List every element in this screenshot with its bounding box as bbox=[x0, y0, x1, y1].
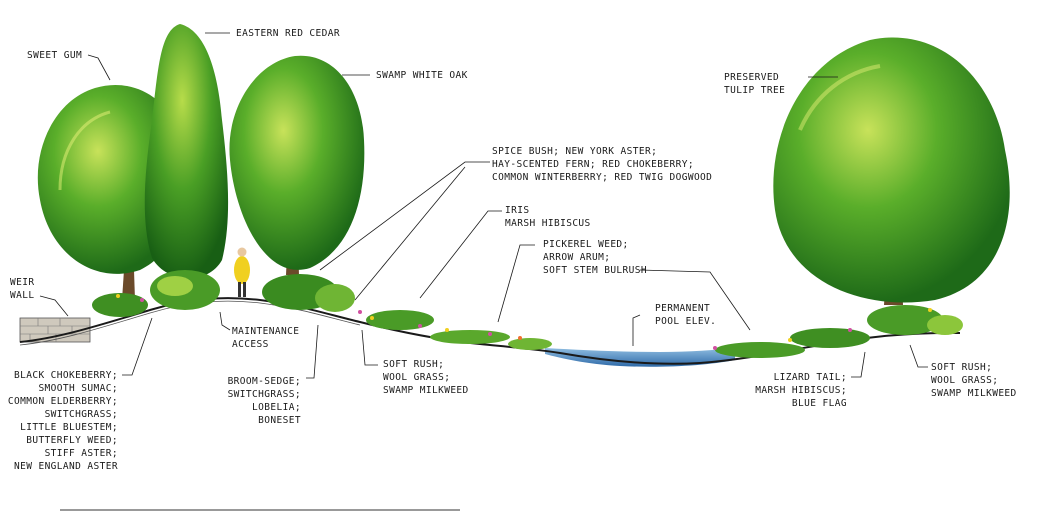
label-lizard-tail-mix: LIZARD TAIL; MARSH HIBISCUS; BLUE FLAG bbox=[755, 371, 847, 410]
label-line: COMMON ELDERBERRY; bbox=[7, 396, 118, 407]
label-line: PICKEREL WEED; bbox=[543, 239, 629, 250]
person-figure bbox=[234, 247, 250, 297]
label-line: COMMON WINTERBERRY; RED TWIG DOGWOOD bbox=[492, 172, 713, 183]
label-line: ARROW ARUM; bbox=[543, 252, 611, 263]
label-line: WOOL GRASS; bbox=[383, 372, 451, 383]
permanent-pool bbox=[545, 348, 735, 367]
label-line: BUTTERFLY WEED; bbox=[26, 435, 118, 446]
label-swamp-white-oak: SWAMP WHITE OAK bbox=[376, 69, 468, 82]
label-line: SWAMP MILKWEED bbox=[931, 388, 1017, 399]
tree-swamp-white-oak bbox=[229, 55, 365, 270]
tree-preserved-tulip bbox=[773, 37, 1010, 303]
label-permanent-pool: PERMANENT POOL ELEV. bbox=[655, 302, 716, 328]
label-line: MAINTENANCE bbox=[232, 326, 300, 337]
label-line: BROOM-SEDGE; bbox=[227, 376, 301, 387]
label-line: SMOOTH SUMAC; bbox=[38, 383, 118, 394]
label-line: POOL ELEV. bbox=[655, 316, 717, 327]
label-line: IRIS bbox=[505, 205, 530, 216]
leader-lines bbox=[39, 32, 928, 379]
label-line: LIZARD TAIL; bbox=[773, 372, 847, 383]
label-line: SWAMP WHITE OAK bbox=[376, 70, 468, 81]
label-line: NEW ENGLAND ASTER bbox=[13, 461, 118, 472]
label-line: TULIP TREE bbox=[724, 85, 786, 96]
label-preserved-tulip-tree: PRESERVED TULIP TREE bbox=[724, 71, 785, 97]
ground-vegetation bbox=[92, 270, 963, 358]
label-line: EASTERN RED CEDAR bbox=[236, 28, 341, 39]
label-eastern-red-cedar: EASTERN RED CEDAR bbox=[236, 27, 340, 40]
label-sweet-gum: SWEET GUM bbox=[27, 49, 82, 62]
label-line: SOFT RUSH; bbox=[383, 359, 445, 370]
label-broom-sedge-mix: BROOM-SEDGE; SWITCHGRASS; LOBELIA; BONESET bbox=[228, 375, 301, 427]
label-soft-rush-left: SOFT RUSH; WOOL GRASS; SWAMP MILKWEED bbox=[383, 358, 469, 397]
label-line: BLACK CHOKEBERRY; bbox=[13, 370, 118, 381]
label-line: SPICE BUSH; NEW YORK ASTER; bbox=[492, 146, 658, 157]
label-line: SWITCHGRASS; bbox=[44, 409, 118, 420]
label-line: SOFT RUSH; bbox=[931, 362, 993, 373]
label-weir-wall: WEIR WALL bbox=[10, 276, 34, 302]
label-line: MARSH HIBISCUS; bbox=[755, 385, 847, 396]
label-shrub-mix: SPICE BUSH; NEW YORK ASTER; HAY-SCENTED F… bbox=[492, 145, 712, 184]
label-line: MARSH HIBISCUS bbox=[505, 218, 591, 229]
label-line: BONESET bbox=[258, 415, 301, 426]
label-soft-rush-right: SOFT RUSH; WOOL GRASS; SWAMP MILKWEED bbox=[931, 361, 1017, 400]
label-line: SOFT STEM BULRUSH bbox=[543, 265, 648, 276]
tree-eastern-red-cedar bbox=[144, 24, 229, 279]
label-line: BLUE FLAG bbox=[791, 398, 847, 409]
label-line: STIFF ASTER; bbox=[44, 448, 118, 459]
label-line: SWITCHGRASS; bbox=[227, 389, 301, 400]
label-line: PERMANENT bbox=[655, 303, 711, 314]
label-iris-marsh-hibiscus: IRIS MARSH HIBISCUS bbox=[505, 204, 591, 230]
label-upland-mix: BLACK CHOKEBERRY; SMOOTH SUMAC; COMMON ELD… bbox=[8, 369, 118, 473]
label-line: SWEET GUM bbox=[27, 50, 83, 61]
label-line: WALL bbox=[10, 290, 35, 301]
label-line: HAY-SCENTED FERN; RED CHOKEBERRY; bbox=[492, 159, 694, 170]
label-line: LITTLE BLUESTEM; bbox=[20, 422, 118, 433]
label-line: SWAMP MILKWEED bbox=[383, 385, 469, 396]
flower-accents bbox=[116, 294, 932, 350]
label-maintenance-access: MAINTENANCE ACCESS bbox=[232, 325, 299, 351]
label-line: PRESERVED bbox=[724, 72, 780, 83]
label-line: ACCESS bbox=[232, 339, 269, 350]
label-line: LOBELIA; bbox=[252, 402, 301, 413]
label-pickerel-weed: PICKEREL WEED; ARROW ARUM; SOFT STEM BULRU… bbox=[543, 238, 647, 277]
label-line: WEIR bbox=[10, 277, 35, 288]
label-line: WOOL GRASS; bbox=[931, 375, 999, 386]
